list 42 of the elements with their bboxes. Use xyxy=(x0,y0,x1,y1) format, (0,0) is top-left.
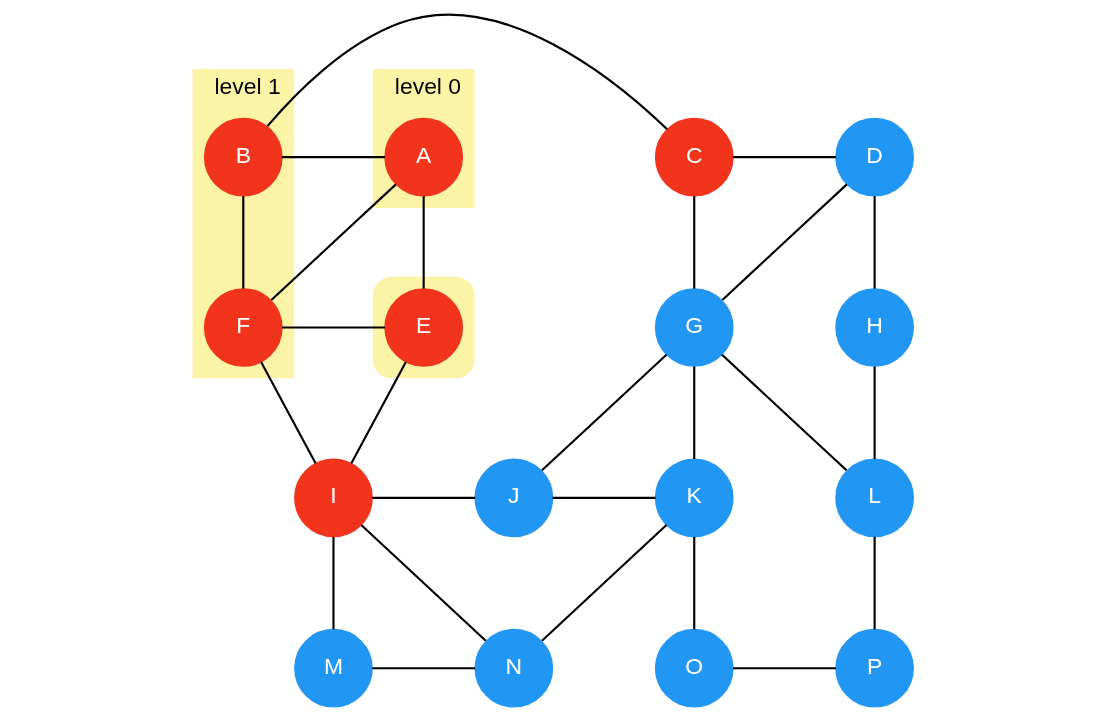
connector xyxy=(349,361,407,464)
connector xyxy=(266,13,668,130)
node-circle: G xyxy=(654,288,734,367)
node-circle: N xyxy=(474,628,553,708)
node-circle: I xyxy=(293,458,373,538)
node-circle: J xyxy=(474,458,553,538)
connector xyxy=(692,536,695,630)
connector xyxy=(281,156,385,159)
node-circle: A xyxy=(383,117,463,197)
node-circle: P xyxy=(834,628,914,708)
connector xyxy=(873,196,876,289)
node-circle: B xyxy=(203,117,283,197)
node-circle: E xyxy=(383,288,463,367)
connector xyxy=(692,196,695,289)
connector xyxy=(692,366,695,459)
connector xyxy=(873,536,876,630)
node-circle: K xyxy=(654,458,734,538)
connector xyxy=(732,156,836,159)
connector xyxy=(360,524,486,642)
node-circle: O xyxy=(654,628,734,708)
connector xyxy=(721,183,848,301)
cluster xyxy=(372,276,474,379)
connector xyxy=(331,536,335,630)
connector xyxy=(720,353,847,472)
node-circle: F xyxy=(203,288,283,367)
node-circle: H xyxy=(834,288,914,367)
connector xyxy=(371,667,475,670)
connector xyxy=(540,524,667,642)
connector xyxy=(552,496,655,499)
connector xyxy=(422,196,425,289)
connector xyxy=(371,496,475,499)
connector xyxy=(259,361,317,464)
connector xyxy=(241,196,244,289)
node-circle: D xyxy=(834,117,914,197)
connector xyxy=(281,326,385,329)
connector xyxy=(732,667,836,670)
connector xyxy=(540,353,667,472)
connector xyxy=(873,366,876,459)
node-circle: M xyxy=(293,628,373,708)
connector xyxy=(270,183,397,301)
node-circle: L xyxy=(834,458,914,538)
node-circle: C xyxy=(654,117,734,197)
